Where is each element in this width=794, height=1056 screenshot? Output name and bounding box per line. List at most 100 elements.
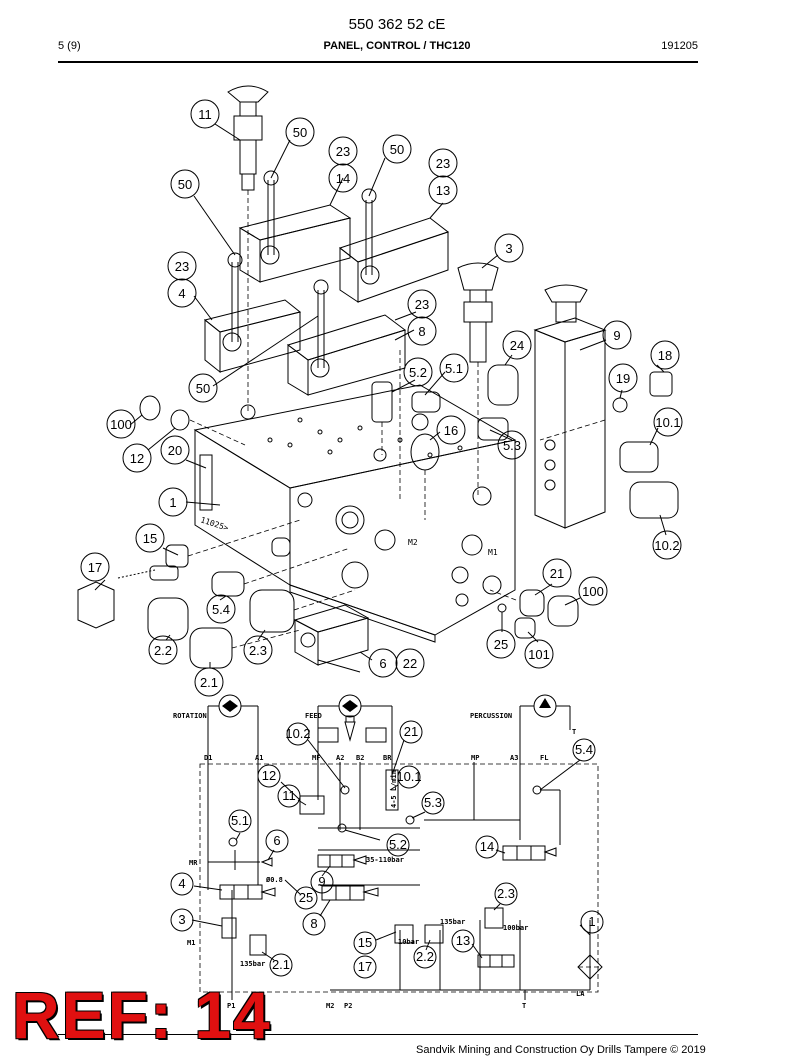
label-d1: D1 [204, 754, 212, 762]
callout: 10.1 [653, 407, 683, 437]
svg-text:1: 1 [588, 914, 595, 929]
svg-text:5.3: 5.3 [503, 438, 521, 453]
document-date: 191205 [661, 40, 698, 52]
svg-text:101: 101 [528, 647, 550, 662]
label-a2: A2 [336, 754, 344, 762]
svg-text:5.4: 5.4 [575, 742, 593, 757]
exploded-view: 11025> M2 M1 [77, 85, 679, 673]
callout: 50 [188, 373, 218, 403]
check-valves [228, 785, 542, 867]
callout: 8 [302, 912, 326, 936]
directional-valve-13 [477, 954, 515, 968]
svg-text:2.3: 2.3 [249, 643, 267, 658]
callout: 23 [328, 136, 358, 166]
callout: 8 [407, 316, 437, 346]
svg-text:100: 100 [110, 417, 132, 432]
label-p1: P1 [227, 1002, 235, 1010]
pressure-label: 10bar [398, 938, 419, 946]
svg-text:25: 25 [494, 637, 508, 652]
callout: 4 [170, 872, 194, 896]
svg-text:23: 23 [175, 259, 189, 274]
callout: 101 [524, 639, 554, 669]
callout: 3 [170, 908, 194, 932]
orifice-label: Ø0.8 [265, 876, 283, 884]
callout: 13 [451, 929, 475, 953]
svg-text:2.2: 2.2 [416, 949, 434, 964]
svg-text:12: 12 [130, 451, 144, 466]
label-rotation: ROTATION [173, 712, 207, 720]
directional-valve-14 [502, 845, 557, 861]
callout: 22 [395, 648, 425, 678]
pressure-label: 135bar [240, 960, 265, 968]
svg-text:10.1: 10.1 [396, 769, 421, 784]
svg-text:5.1: 5.1 [231, 813, 249, 828]
callout: 2.3 [243, 635, 273, 665]
callout: 6 [368, 648, 398, 678]
directional-valve-4 [219, 884, 276, 900]
svg-text:5.2: 5.2 [389, 837, 407, 852]
callout: 5.4 [206, 594, 236, 624]
label-mp: MP [471, 754, 479, 762]
valve-9 [533, 284, 607, 529]
callout: 19 [608, 363, 638, 393]
callout: 9 [602, 320, 632, 350]
callout: 23 [428, 148, 458, 178]
valve-14 [238, 204, 352, 283]
label-b2: B2 [356, 754, 364, 762]
callout: 2.3 [494, 882, 518, 906]
flow-label: 4-5 L/min [390, 770, 398, 808]
directional-valve-9 [317, 854, 367, 868]
knob-valve-11 [227, 85, 269, 191]
svg-text:17: 17 [358, 959, 372, 974]
port [341, 561, 369, 589]
callout: 4 [167, 278, 197, 308]
callout: 25 [294, 886, 318, 910]
callout: 17 [80, 552, 110, 582]
schematic-labels: ROTATION FEED PERCUSSION T D1 A1 MF A2 B… [173, 712, 585, 1010]
svg-text:16: 16 [444, 423, 458, 438]
hydraulic-schematic: ROTATION FEED PERCUSSION T D1 A1 MF A2 B… [170, 694, 604, 1010]
svg-text:22: 22 [403, 656, 417, 671]
callout: 100 [106, 409, 136, 439]
svg-text:20: 20 [168, 443, 182, 458]
feed-valves [317, 715, 399, 811]
ref-label: REF: 14 [12, 978, 272, 1052]
port [461, 534, 483, 556]
callout: 15 [353, 931, 377, 955]
footer-copyright: Sandvik Mining and Construction Oy Drill… [416, 1044, 706, 1056]
svg-text:3: 3 [178, 912, 185, 927]
svg-text:50: 50 [196, 381, 210, 396]
svg-text:4: 4 [178, 876, 185, 891]
callout: 12 [122, 443, 152, 473]
port [335, 505, 365, 535]
svg-text:13: 13 [456, 933, 470, 948]
callout: 25 [486, 629, 516, 659]
lever [227, 170, 377, 368]
label-mf: MF [312, 754, 320, 762]
svg-text:50: 50 [178, 177, 192, 192]
label-fl: FL [540, 754, 548, 762]
callout: 14 [475, 835, 499, 859]
svg-text:23: 23 [415, 297, 429, 312]
svg-text:14: 14 [336, 171, 350, 186]
callout: 5.1 [439, 353, 469, 383]
callout: 6 [265, 829, 289, 853]
pressure-label: 135bar [440, 918, 465, 926]
page-number: 5 (9) [58, 40, 81, 52]
callout: 16 [436, 415, 466, 445]
header-rule [58, 61, 698, 63]
callout: 5.1 [228, 809, 252, 833]
pressure-label: 100bar [503, 924, 528, 932]
callout: 20 [160, 435, 190, 465]
svg-text:6: 6 [379, 656, 386, 671]
svg-text:5.4: 5.4 [212, 602, 230, 617]
svg-text:1: 1 [169, 495, 176, 510]
callout: 3 [494, 233, 524, 263]
label-percussion: PERCUSSION [470, 712, 512, 720]
svg-text:4: 4 [178, 286, 185, 301]
footer-rule [58, 1034, 698, 1035]
svg-text:2.3: 2.3 [497, 886, 515, 901]
svg-text:21: 21 [404, 724, 418, 739]
label-a1: A1 [255, 754, 263, 762]
callout: 2.1 [269, 953, 293, 977]
